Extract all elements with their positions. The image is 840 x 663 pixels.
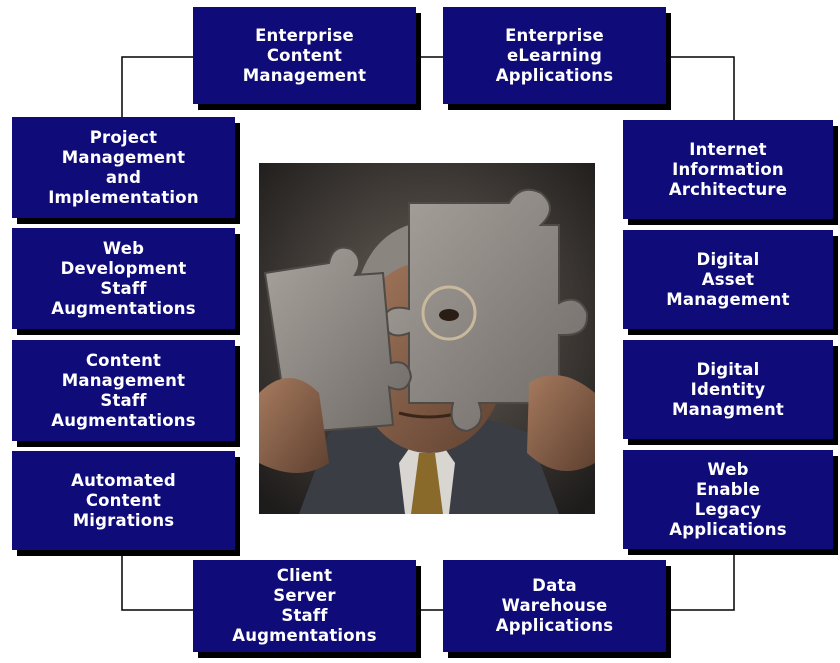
box-digital-identity-management[interactable]: Digital Identity Managment [623, 340, 833, 439]
connector-top-right [665, 56, 735, 122]
glasses-lens [421, 285, 477, 341]
box-web-enable-legacy-applications[interactable]: Web Enable Legacy Applications [623, 450, 833, 549]
box-enterprise-elearning-applications[interactable]: Enterprise eLearning Applications [443, 7, 666, 104]
connector-bottom-left [121, 552, 193, 611]
box-label: Digital Identity Managment [671, 359, 785, 419]
tie-icon [411, 453, 443, 514]
box-data-warehouse-applications[interactable]: Data Warehouse Applications [443, 560, 666, 652]
box-label: Enterprise Content Management [242, 25, 367, 85]
box-label: Content Management Staff Augmentations [51, 350, 196, 430]
hand-right [527, 375, 595, 471]
box-client-server-staff[interactable]: Client Server Staff Augmentations [193, 560, 416, 652]
hand-left [259, 378, 329, 473]
box-label: Web Development Staff Augmentations [51, 238, 196, 318]
box-label: Internet Information Architecture [668, 139, 788, 199]
connector-bottom-right [665, 552, 735, 611]
box-automated-content-migrations[interactable]: Automated Content Migrations [12, 451, 235, 550]
box-internet-information-architecture[interactable]: Internet Information Architecture [623, 120, 833, 219]
box-enterprise-content-management[interactable]: Enterprise Content Management [193, 7, 416, 104]
box-project-management[interactable]: Project Management and Implementation [12, 117, 235, 218]
puzzle-man-image [259, 163, 595, 514]
box-digital-asset-management[interactable]: Digital Asset Management [623, 230, 833, 329]
box-label: Enterprise eLearning Applications [495, 25, 614, 85]
box-label: Web Enable Legacy Applications [669, 459, 787, 539]
box-label: Automated Content Migrations [71, 470, 176, 530]
box-content-management-staff[interactable]: Content Management Staff Augmentations [12, 340, 235, 441]
connector-top-left [121, 56, 193, 120]
box-label: Client Server Staff Augmentations [232, 566, 377, 645]
central-photo [259, 163, 595, 514]
box-label: Project Management and Implementation [48, 127, 199, 207]
box-label: Digital Asset Management [666, 249, 790, 309]
box-label: Data Warehouse Applications [495, 576, 614, 635]
box-web-development-staff[interactable]: Web Development Staff Augmentations [12, 228, 235, 329]
